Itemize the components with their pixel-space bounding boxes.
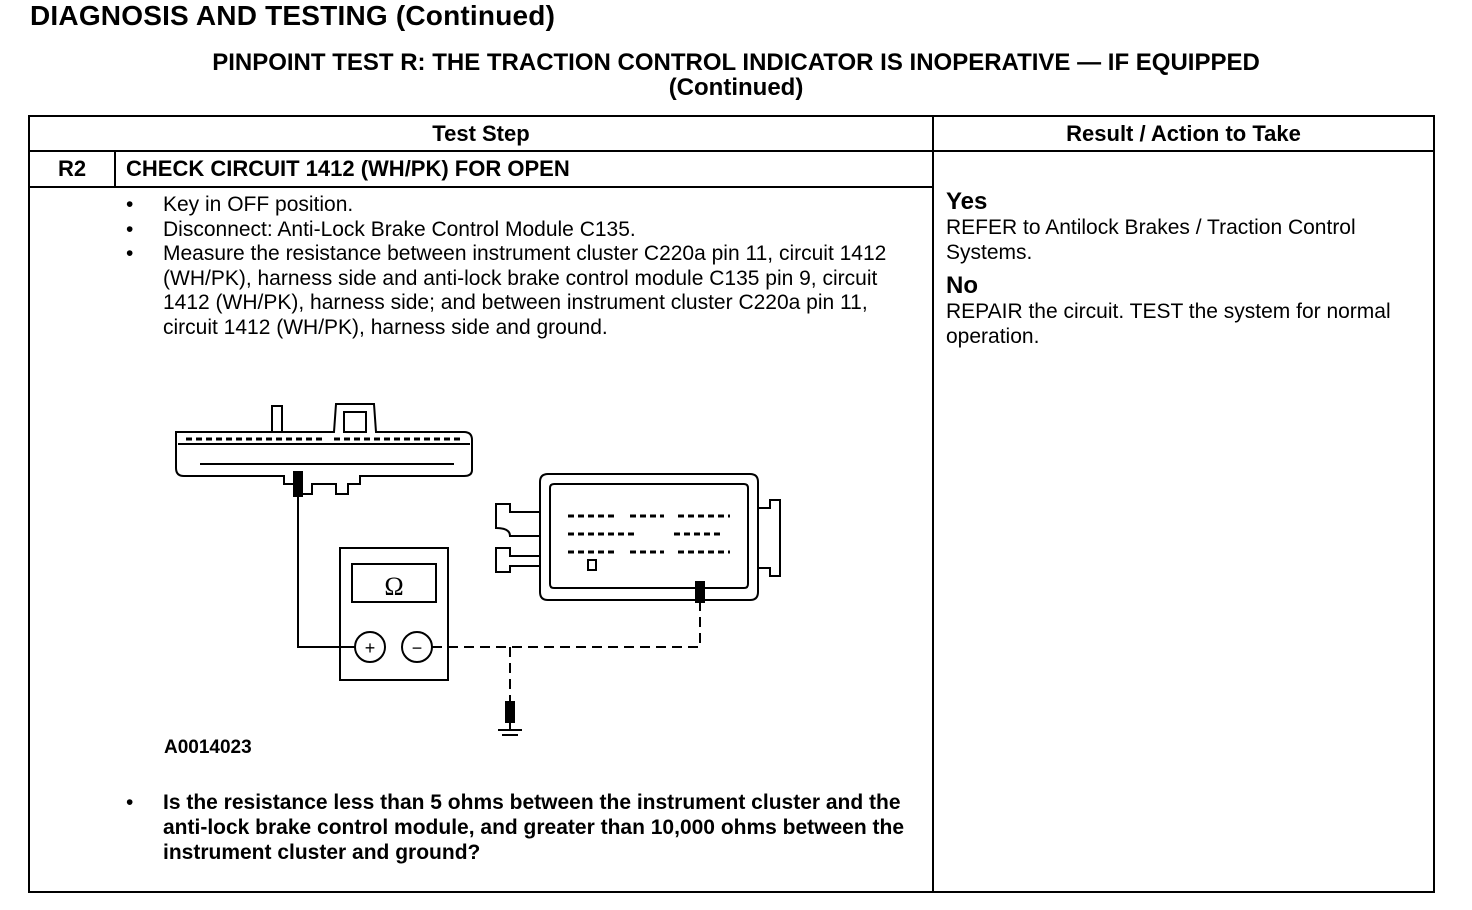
ohmmeter: [339, 547, 449, 681]
list-item: •Disconnect: Anti-Lock Brake Control Mod…: [126, 217, 636, 241]
test-title-line1: PINPOINT TEST R: THE TRACTION CONTROL IN…: [212, 49, 1260, 76]
test-table: Test Step Result / Action to Take R2 CHE…: [28, 115, 1435, 893]
test-title-line2: (Continued): [668, 74, 804, 101]
no-label: No: [946, 272, 978, 299]
page-title: DIAGNOSIS AND TESTING (Continued): [30, 0, 556, 31]
negative-terminal: −: [412, 638, 423, 658]
yes-action: REFER to Antilock Brakes / Traction Cont…: [946, 216, 1356, 264]
step-title-divider: [30, 186, 932, 188]
bullet-icon: •: [126, 193, 134, 216]
instruction-list: •Key in OFF position. •Disconnect: Anti-…: [126, 193, 926, 340]
step-id: R2: [57, 156, 87, 181]
step-id-divider: [114, 150, 116, 187]
header-test-step: Test Step: [432, 121, 530, 146]
abs-module-connector: [495, 473, 781, 603]
question-list: • Is the resistance less than 5 ohms betw…: [126, 790, 926, 865]
bullet-icon: •: [126, 242, 134, 265]
bullet-icon: •: [126, 217, 134, 241]
header-result-action: Result / Action to Take: [1066, 121, 1301, 146]
list-item: • Is the resistance less than 5 ohms betw…: [126, 790, 926, 865]
instrument-cluster-connector: [175, 403, 473, 497]
no-action: REPAIR the circuit. TEST the system for …: [946, 300, 1391, 348]
ohmmeter-wiring-diagram: Ω + −: [175, 403, 781, 736]
column-divider: [932, 117, 934, 891]
result-column: Yes REFER to Antilock Brakes / Traction …: [946, 189, 1426, 357]
ohm-symbol: Ω: [384, 572, 403, 601]
ground-probe: [505, 701, 515, 723]
bullet-icon: •: [126, 791, 134, 814]
list-item: •Key in OFF position.: [126, 193, 354, 216]
ground-icon: [498, 722, 522, 736]
pinpoint-test-title: PINPOINT TEST R: THE TRACTION CONTROL IN…: [0, 50, 1472, 100]
negative-lead-to-abs: [432, 602, 701, 648]
positive-lead: [297, 496, 355, 648]
step-title: CHECK CIRCUIT 1412 (WH/PK) FOR OPEN: [126, 156, 570, 181]
header-divider: [30, 150, 1433, 152]
positive-terminal: +: [365, 638, 376, 658]
figure-id: A0014023: [164, 737, 252, 758]
list-item: •Measure the resistance between instrume…: [126, 242, 887, 339]
yes-label: Yes: [946, 188, 988, 215]
test-question: Is the resistance less than 5 ohms betwe…: [163, 791, 905, 864]
